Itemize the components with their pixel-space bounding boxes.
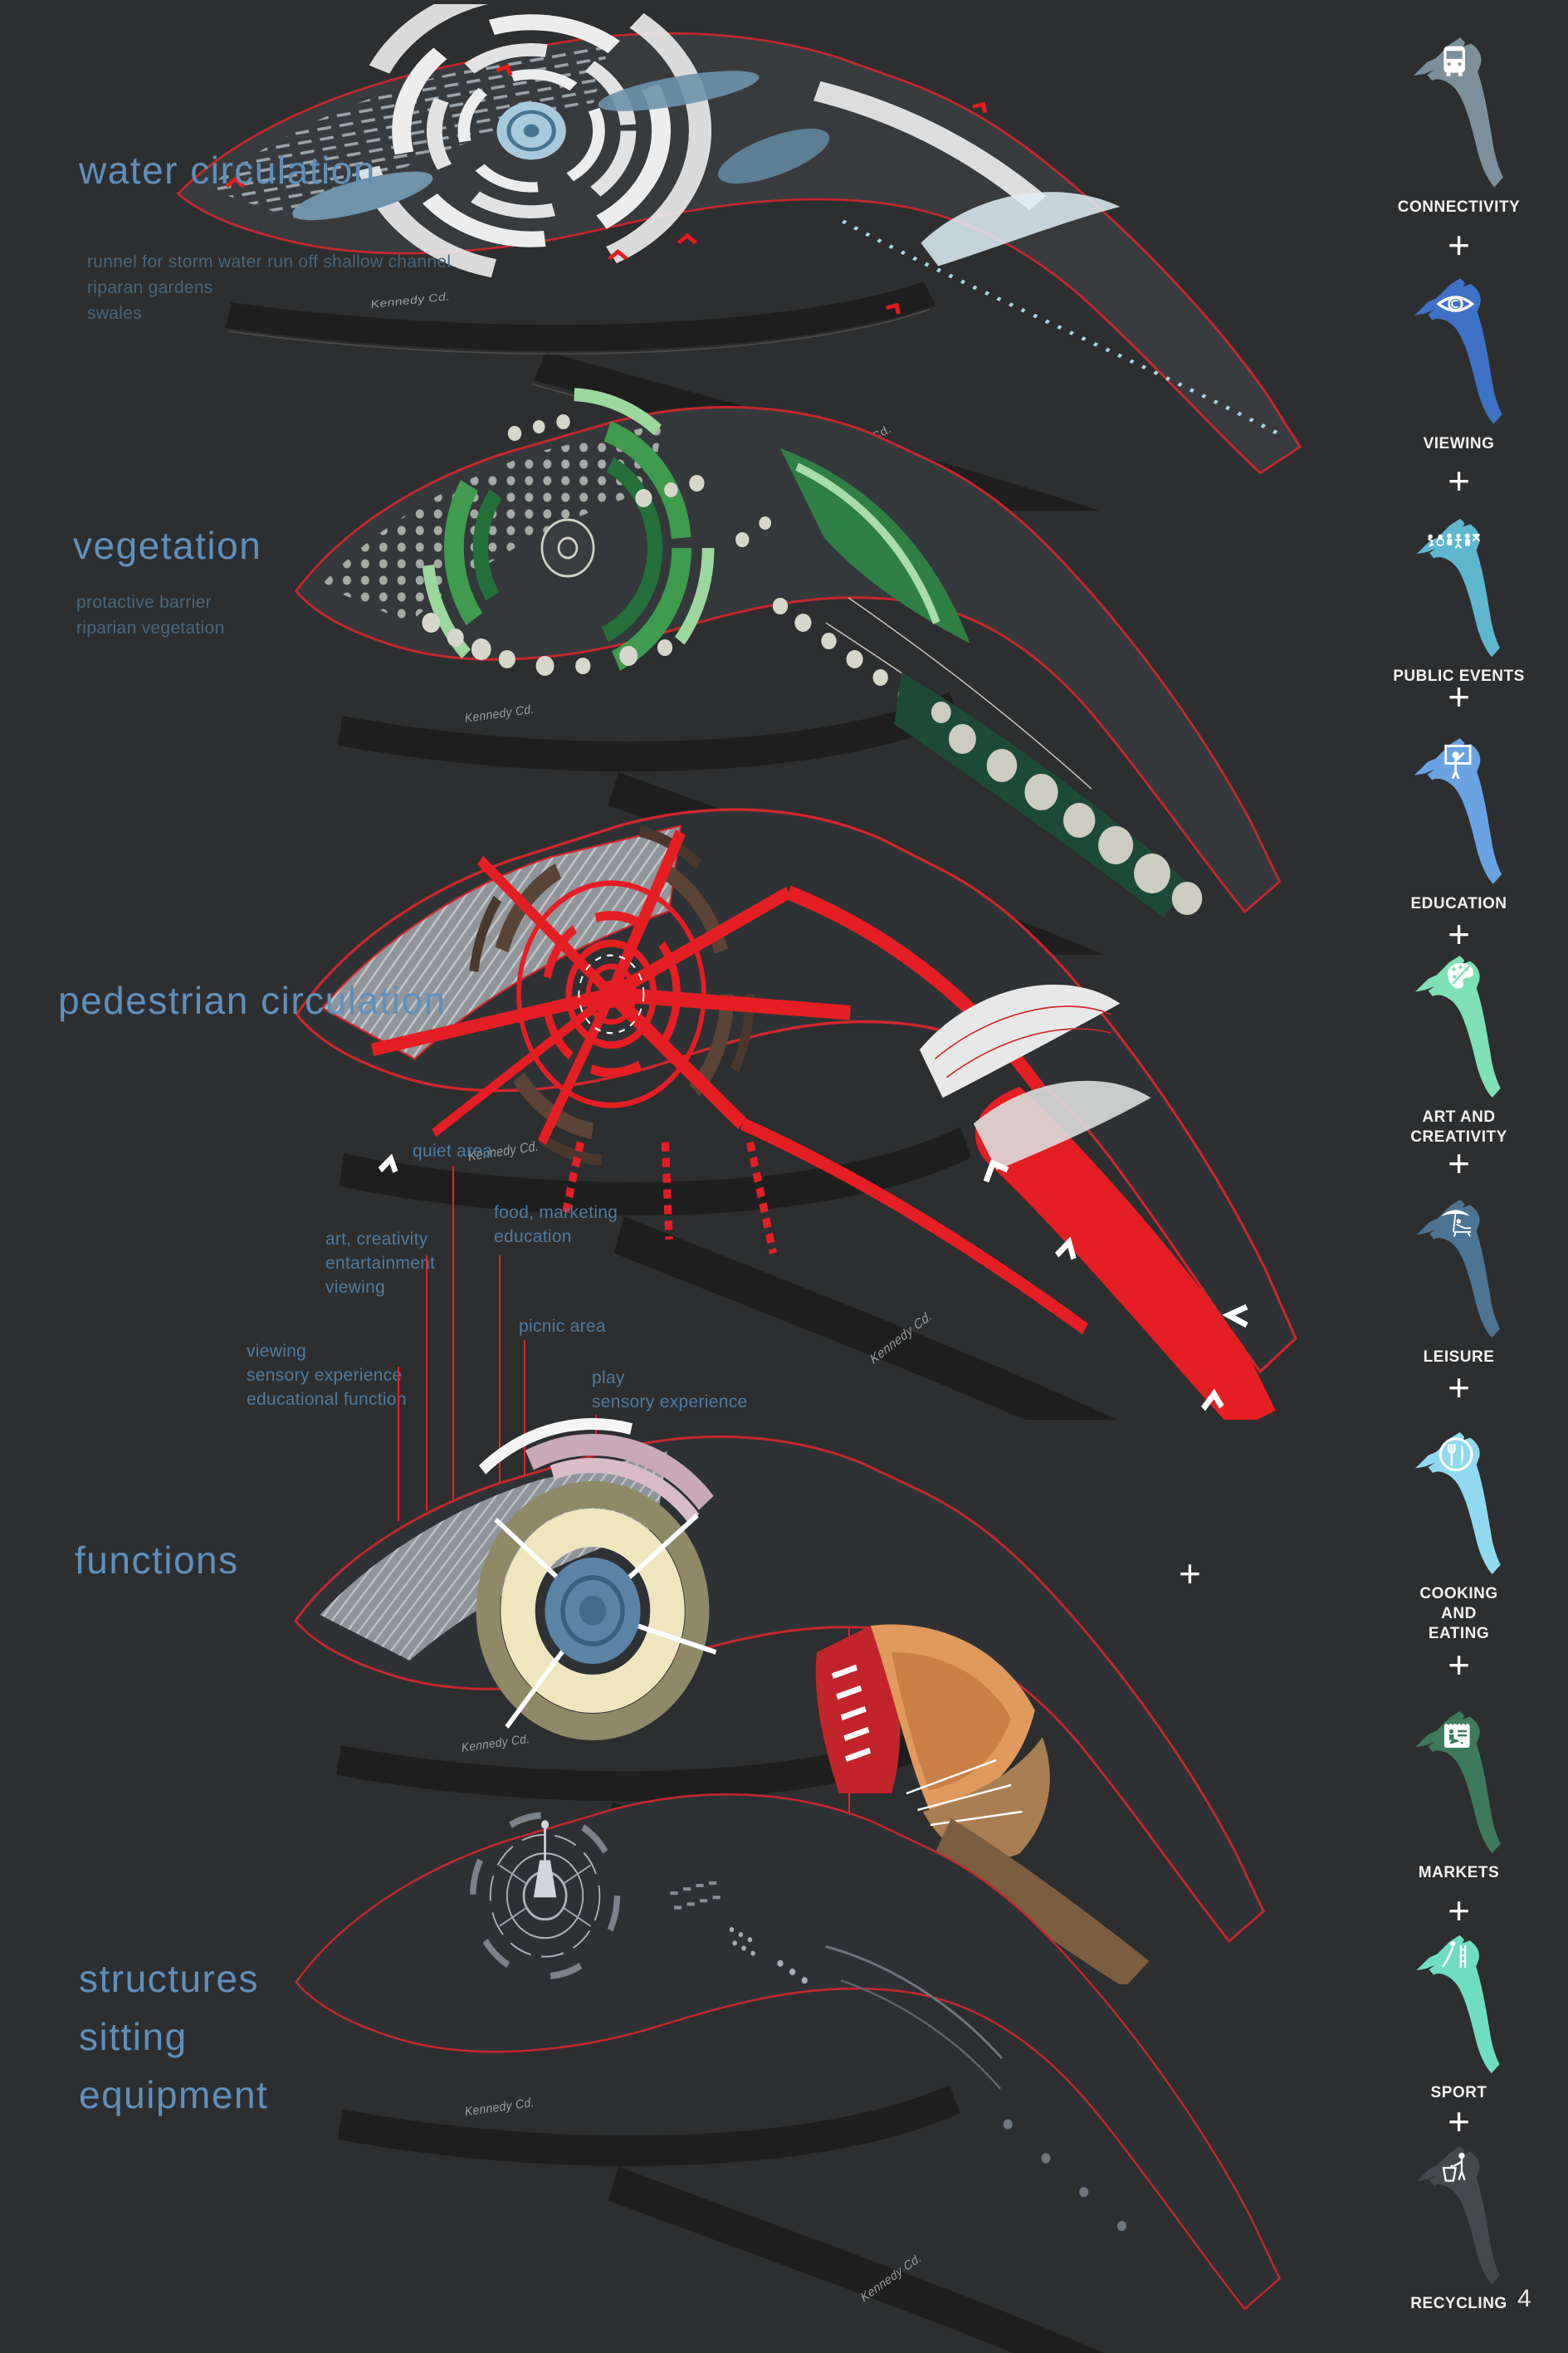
legend-item-art-creativity: ART AND CREATIVITY (1361, 948, 1556, 1147)
main-red-tail (975, 1086, 1276, 1420)
plus-symbol: + (1448, 1142, 1470, 1185)
svg-text:Kennedy Cd.: Kennedy Cd. (461, 1732, 530, 1755)
olive-ring (476, 1481, 710, 1740)
white-leaf (919, 984, 1121, 1098)
cream-ring (501, 1509, 685, 1713)
viewing-site-icon (1414, 278, 1502, 424)
recycling-site-icon (1416, 2145, 1500, 2285)
legend-item-markets: MARKETS (1361, 1704, 1556, 1883)
legend-item-sport: SPORT (1361, 1928, 1556, 2103)
water-title: water circulation (79, 149, 376, 192)
shady-tree-zone (935, 1818, 1150, 1984)
cutlery-icon (1439, 1437, 1473, 1472)
label-art-creativity: art, creativity entartainment viewing (325, 1230, 436, 1297)
connectivity-site-icon (1413, 37, 1503, 188)
plus-symbol: + (1448, 223, 1470, 267)
zone-fan-lines (906, 1759, 1023, 1827)
svg-text:Kennedy Cd.: Kennedy Cd. (464, 2096, 535, 2119)
plus-symbol: + (1448, 1889, 1470, 1932)
public-events-site-icon (1416, 518, 1500, 658)
teacher-icon (1444, 744, 1472, 780)
legend-item-leisure: LEISURE (1361, 1192, 1556, 1367)
label-viewing-sensory: viewing sensory experience educational f… (247, 1342, 407, 1409)
label-picnic-area: picnic area (519, 1317, 606, 1336)
plus-symbol: + (1448, 459, 1470, 502)
label-food-marketing: food, marketing education (494, 1203, 618, 1246)
art-site-icon (1414, 955, 1501, 1098)
seating-rows (670, 1881, 720, 1910)
market-stall-icon (1443, 1721, 1470, 1749)
legend-item-public-events: PUBLIC EVENTS (1361, 511, 1556, 687)
site-boundary (295, 1793, 1282, 2311)
tail-tree-circles (931, 702, 1203, 915)
label-play-sensory: play sensory experience (592, 1368, 748, 1411)
tower-structure (533, 1860, 557, 1898)
plus-symbol: + (1448, 912, 1470, 956)
functions-plan: Kennedy Cd. Kennedy Cd. (294, 1418, 1265, 1984)
chevron-mark (983, 1159, 1009, 1183)
svg-text:Kennedy Cd.: Kennedy Cd. (464, 702, 535, 726)
equipment-dots (729, 1926, 808, 1984)
direction-chevrons (378, 1153, 1224, 1411)
litter-bin-icon (1442, 2152, 1466, 2182)
plus-symbol: + (1179, 1552, 1201, 1595)
legend-item-education: EDUCATION (1361, 731, 1556, 914)
bus-icon (1443, 46, 1465, 76)
plus-symbol: + (1448, 1366, 1470, 1409)
pedestrian-circulation-plan: Kennedy Cd. Kennedy Cd. (295, 808, 1297, 1420)
eye-icon (1435, 296, 1474, 312)
water-annotations: runnel for storm water run off shallow c… (87, 252, 452, 323)
cooking-site-icon (1414, 1431, 1501, 1574)
tree-circles (422, 414, 915, 705)
chevron-mark (1222, 1304, 1248, 1328)
leisure-site-icon (1416, 1199, 1500, 1338)
water-circulation-plan: Kennedy Cd. Kennedy Cd. (176, 4, 1302, 511)
label-quiet-area: quiet area (413, 1142, 493, 1161)
legend-item-viewing: VIEWING (1361, 271, 1556, 454)
page-number: 4 (1517, 2285, 1531, 2312)
people-icons (1427, 533, 1480, 549)
palette-icon (1447, 962, 1474, 989)
flow-arrows (225, 63, 988, 315)
event-zone-hatch (831, 1664, 872, 1763)
education-site-icon (1414, 738, 1502, 884)
legend-item-recycling: RECYCLING (1361, 2139, 1556, 2314)
plus-symbol: + (1448, 2100, 1470, 2143)
markets-site-icon (1414, 1710, 1501, 1853)
umbrella-lounger-icon (1440, 1210, 1471, 1237)
storm-channel-dotted (842, 219, 1282, 437)
vegetation-title: vegetation (73, 524, 262, 567)
functions-title: functions (75, 1538, 239, 1582)
structures-title: structures sitting equipment (79, 1957, 269, 2116)
sport-site-icon (1416, 1935, 1500, 2074)
legend-item-cooking-eating: COOKING AND EATING (1361, 1425, 1556, 1644)
pedestrian-title: pedestrian circulation (58, 979, 447, 1022)
legend-item-connectivity: CONNECTIVITY (1361, 30, 1556, 218)
plus-symbol: + (1448, 1643, 1470, 1686)
plus-symbol: + (1448, 675, 1470, 718)
structures-plan: Kennedy Cd. Kennedy Cd. (295, 1793, 1282, 2353)
tail-fixtures (1003, 2119, 1126, 2232)
slide-icon (1442, 1941, 1467, 1968)
vegetation-annotations: protactive barrier riparian vegetation (76, 593, 225, 638)
